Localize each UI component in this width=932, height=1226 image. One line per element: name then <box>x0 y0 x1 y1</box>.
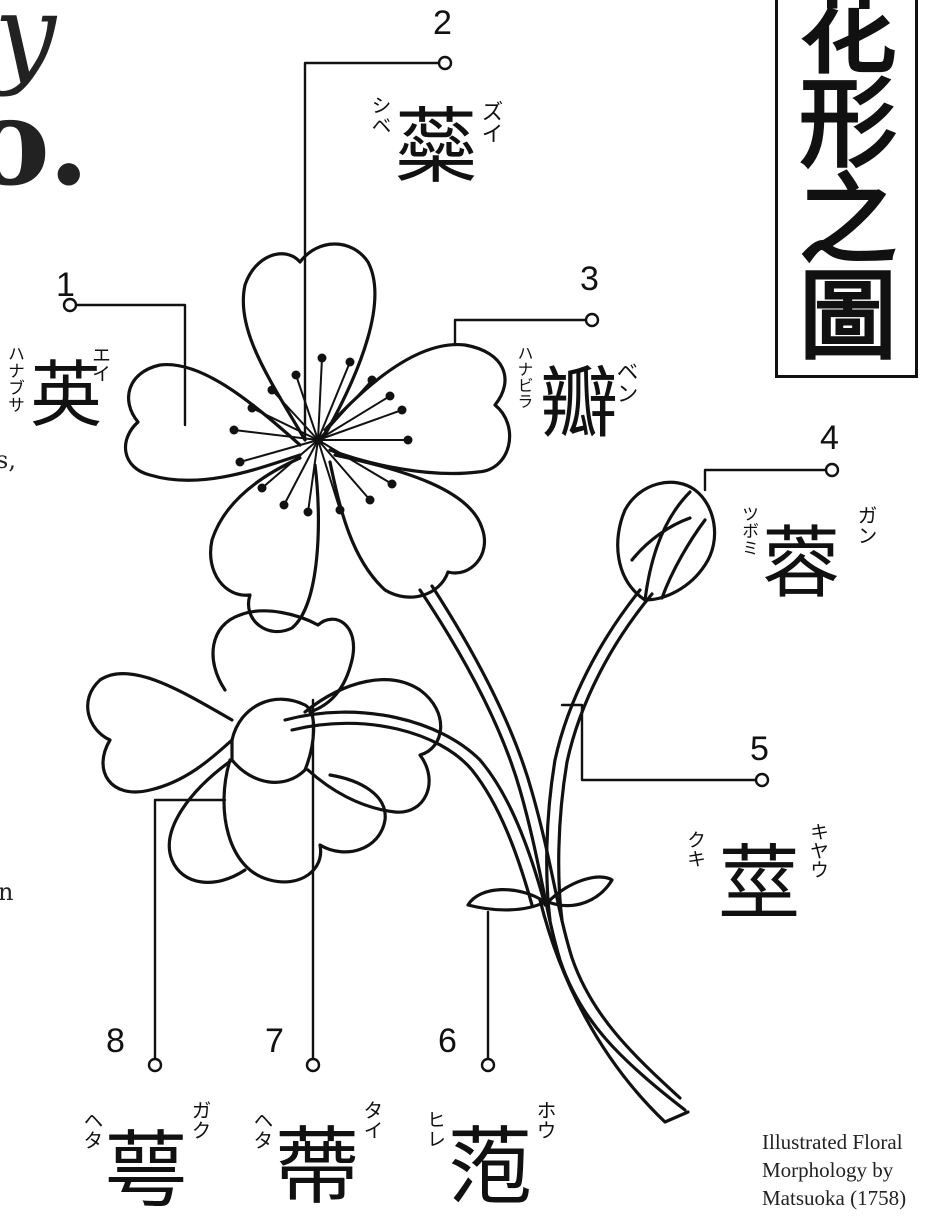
furigana-left-7: ヘタ <box>250 1110 274 1150</box>
leader-2 <box>303 61 447 442</box>
figure-caption: Illustrated Floral Morphology by Matsuok… <box>762 1128 932 1212</box>
furigana-left-4: ツボミ <box>738 505 758 556</box>
cutoff-body-fragment-n: n <box>0 878 14 906</box>
label-kanji-6: 萢 <box>448 1118 532 1216</box>
bract-left <box>466 888 547 912</box>
leader-5 <box>560 703 764 782</box>
caption-line-1: Illustrated Floral <box>762 1130 903 1154</box>
bract-right <box>546 875 614 908</box>
stem-bud <box>545 588 642 922</box>
leader-1 <box>68 303 187 427</box>
furigana-right-8: ガク <box>188 1100 212 1140</box>
petal-lower-right <box>328 453 487 599</box>
petal-lower-left <box>209 456 320 634</box>
caption-line-3: Matsuoka (1758) <box>762 1186 907 1210</box>
furigana-right-7: タイ <box>360 1100 384 1140</box>
leader-8 <box>153 798 227 1067</box>
bud-fold-2 <box>660 518 707 600</box>
label-kanji-5: 莖 <box>718 837 800 932</box>
label-number-3: 3 <box>580 260 599 298</box>
label-kanji-8: 萼 <box>104 1122 188 1220</box>
furigana-left-1: ハナブサ <box>4 345 24 413</box>
stem-bud-inner <box>557 592 654 922</box>
stem-main <box>418 588 687 1112</box>
furigana-right-4: ガン <box>854 505 878 545</box>
cutoff-heading-glyph-middle: o. <box>0 72 90 213</box>
furigana-left-8: ヘタ <box>80 1110 104 1150</box>
title-char-3: 之 <box>798 163 897 278</box>
label-number-2: 2 <box>433 4 452 42</box>
label-number-6: 6 <box>438 1022 457 1060</box>
back-petal-right <box>303 678 443 814</box>
label-number-5: 5 <box>750 730 769 768</box>
leader-lines <box>68 61 834 1067</box>
title-char-2: 形 <box>798 67 897 182</box>
label-kanji-7: 蔕 <box>275 1118 359 1216</box>
title-char-4: 圖 <box>798 259 897 374</box>
furigana-right-1: エイ <box>89 345 111 383</box>
cutoff-body-fragment-s: s, <box>0 446 16 474</box>
petal-upper-right <box>323 343 512 476</box>
label-number-1: 1 <box>56 266 75 304</box>
petal-top <box>241 242 377 442</box>
furigana-left-5: クキ <box>684 830 706 868</box>
stem-main-inner <box>430 584 682 1100</box>
title-char-1: 花 <box>798 0 897 88</box>
label-kanji-1: 英 <box>30 353 102 437</box>
stamen-cluster <box>233 357 409 513</box>
furigana-left-3: ハナビラ <box>515 345 534 409</box>
furigana-left-2: シベ <box>368 95 392 135</box>
furigana-right-2: ズイ <box>478 100 503 144</box>
bud-fold-1 <box>643 490 692 602</box>
furigana-right-3: ベン <box>613 360 638 404</box>
bud-fold-3 <box>630 516 692 562</box>
vertical-title-box: 花 形 之 圖 <box>775 0 918 378</box>
furigana-left-6: ヒレ <box>424 1110 446 1148</box>
leader-3 <box>453 318 594 347</box>
label-number-7: 7 <box>265 1022 284 1060</box>
petal-upper-left <box>123 363 302 482</box>
back-petal-left <box>86 671 234 794</box>
flower-bud <box>616 480 717 602</box>
anther-dots <box>229 353 413 517</box>
label-kanji-2: 蘂 <box>395 100 477 195</box>
stem-back-blossom <box>283 710 547 907</box>
cutoff-heading-glyph-top: y <box>0 0 57 98</box>
back-petal-lower <box>222 758 387 884</box>
caption-line-2: Morphology by <box>762 1158 894 1182</box>
leader-4 <box>703 468 834 492</box>
furigana-right-5: キヤウ <box>807 822 829 879</box>
label-number-8: 8 <box>106 1022 125 1060</box>
label-kanji-3: 瓣 <box>540 359 618 449</box>
furigana-right-6: ホウ <box>533 1100 557 1140</box>
stem-base <box>538 898 690 1124</box>
leader-end-circles <box>62 55 840 1073</box>
label-number-4: 4 <box>820 419 839 457</box>
back-petal-bottom-left <box>167 758 247 884</box>
stem-back-blossom-inner <box>290 721 534 907</box>
label-kanji-4: 蓉 <box>762 519 840 609</box>
back-petal-top <box>211 609 356 714</box>
calyx <box>230 697 316 784</box>
